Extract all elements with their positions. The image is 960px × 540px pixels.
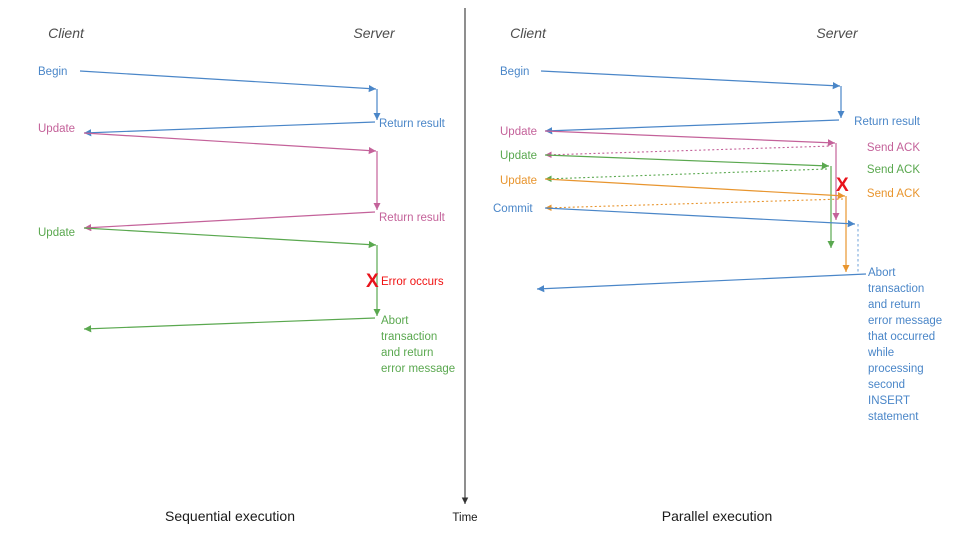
right-arrow-return-result [544, 119, 840, 135]
left-abort-line-3: error message [381, 363, 455, 375]
right-server-actor-label: Server [816, 25, 859, 41]
right-arrow-ack-2 [544, 168, 828, 183]
time-axis-label: Time [452, 512, 477, 524]
right-msg-update-1-label: Update [500, 126, 537, 138]
left-msg-update-1-label: Update [38, 123, 75, 135]
left-panel-caption: Sequential execution [165, 508, 295, 524]
right-arrow-begin [540, 70, 841, 90]
left-arrow-abort [83, 317, 376, 333]
right-panel-caption: Parallel execution [662, 508, 773, 524]
right-abort-line-9: statement [868, 411, 919, 423]
left-msg-return-result-2-label: Return result [379, 212, 446, 224]
left-panel: Client Server Begin Return result Update… [38, 25, 455, 524]
right-abort-text-block: Abort transaction and return error messa… [867, 267, 942, 423]
right-abort-line-3: error message [868, 315, 942, 327]
right-error-x-icon: X [836, 175, 849, 196]
right-msg-ack-3-label: Send ACK [867, 188, 920, 200]
right-arrow-update-1 [544, 130, 836, 147]
right-abort-line-0: Abort [868, 267, 896, 279]
left-error-label: Error occurs [381, 276, 444, 288]
left-client-actor-label: Client [48, 25, 85, 41]
right-msg-return-result-label: Return result [854, 116, 921, 128]
left-msg-begin-label: Begin [38, 66, 67, 78]
left-msg-update-2-label: Update [38, 227, 75, 239]
right-abort-line-1: transaction [868, 283, 924, 295]
left-arrow-begin [79, 70, 377, 93]
right-msg-ack-1-label: Send ACK [867, 142, 920, 154]
left-arrow-update-2 [83, 227, 377, 249]
right-abort-line-4: that occurred [868, 331, 935, 343]
left-arrow-update-1 [83, 132, 377, 155]
right-abort-line-2: and return [868, 299, 920, 311]
right-abort-line-6: processing [868, 363, 924, 375]
left-abort-line-2: and return [381, 347, 433, 359]
right-arrow-commit [544, 207, 856, 228]
left-abort-line-0: Abort [381, 315, 409, 327]
right-arrow-ack-3 [544, 198, 844, 212]
left-arrow-return-result-2 [83, 211, 376, 232]
right-msg-begin-label: Begin [500, 66, 529, 78]
left-server-actor-label: Server [353, 25, 396, 41]
left-arrow-return-result-1 [83, 121, 376, 137]
right-msg-ack-2-label: Send ACK [867, 164, 920, 176]
right-abort-line-7: second [868, 379, 905, 391]
left-abort-line-1: transaction [381, 331, 437, 343]
right-arrow-abort [536, 273, 867, 293]
right-abort-line-8: INSERT [868, 395, 910, 407]
right-arrow-update-2 [544, 154, 830, 170]
right-arrow-update-3 [544, 178, 846, 200]
right-panel: Client Server Begin Return result Update… [493, 25, 942, 524]
right-arrow-ack-1 [544, 145, 834, 159]
left-error-x-icon: X [366, 271, 379, 292]
left-msg-return-result-1-label: Return result [379, 118, 446, 130]
right-abort-line-5: while [867, 347, 894, 359]
right-msg-update-3-label: Update [500, 175, 537, 187]
right-client-actor-label: Client [510, 25, 547, 41]
right-msg-commit-label: Commit [493, 203, 533, 215]
right-msg-update-2-label: Update [500, 150, 537, 162]
left-abort-text-block: Abort transaction and return error messa… [381, 315, 455, 375]
